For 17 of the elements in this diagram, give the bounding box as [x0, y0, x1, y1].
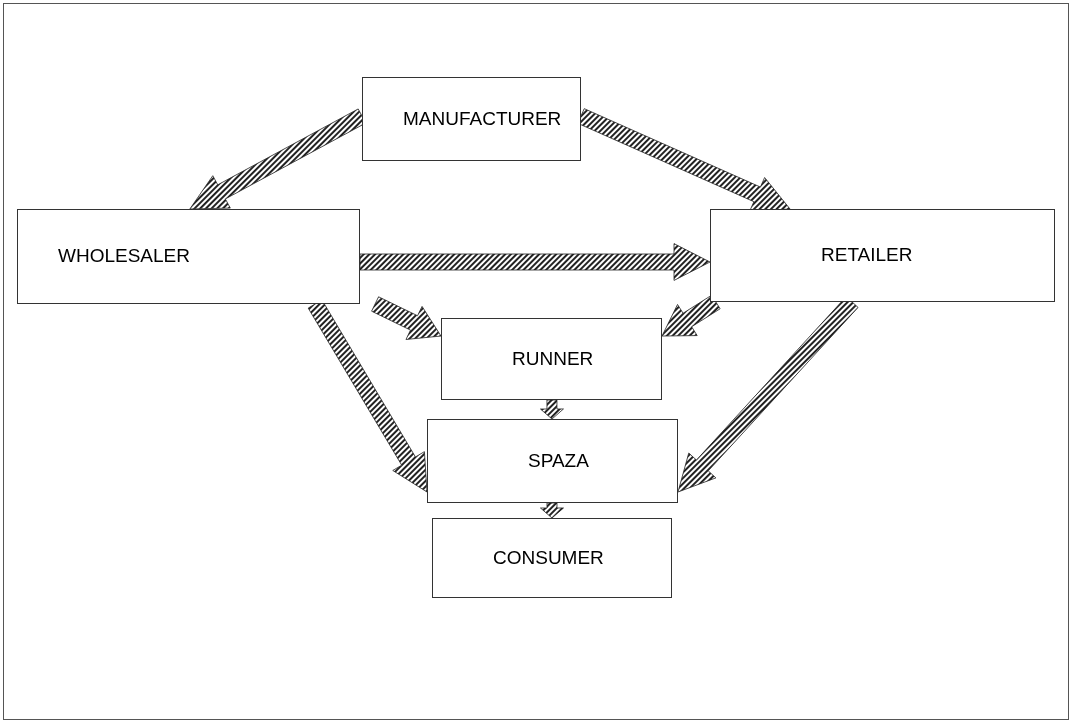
- box-label: SPAZA: [528, 448, 589, 473]
- entity-box: [17, 209, 360, 304]
- hatched-arrow: [661, 294, 721, 337]
- entity-box: [432, 518, 672, 598]
- hatched-arrow: [540, 502, 564, 519]
- box-label: RETAILER: [821, 243, 913, 268]
- box-label: WHOLESALER: [58, 244, 190, 269]
- box-label: MANUFACTURER: [403, 106, 562, 131]
- entity-box: [362, 77, 581, 161]
- entity-box: [427, 419, 678, 503]
- entity-box: [441, 318, 662, 400]
- box-label: CONSUMER: [493, 545, 604, 570]
- box-label: RUNNER: [512, 346, 594, 371]
- hatched-arrow: [540, 399, 564, 420]
- entity-box: [710, 209, 1055, 302]
- hatched-arrow: [371, 296, 442, 340]
- hatched-arrow: [359, 243, 711, 281]
